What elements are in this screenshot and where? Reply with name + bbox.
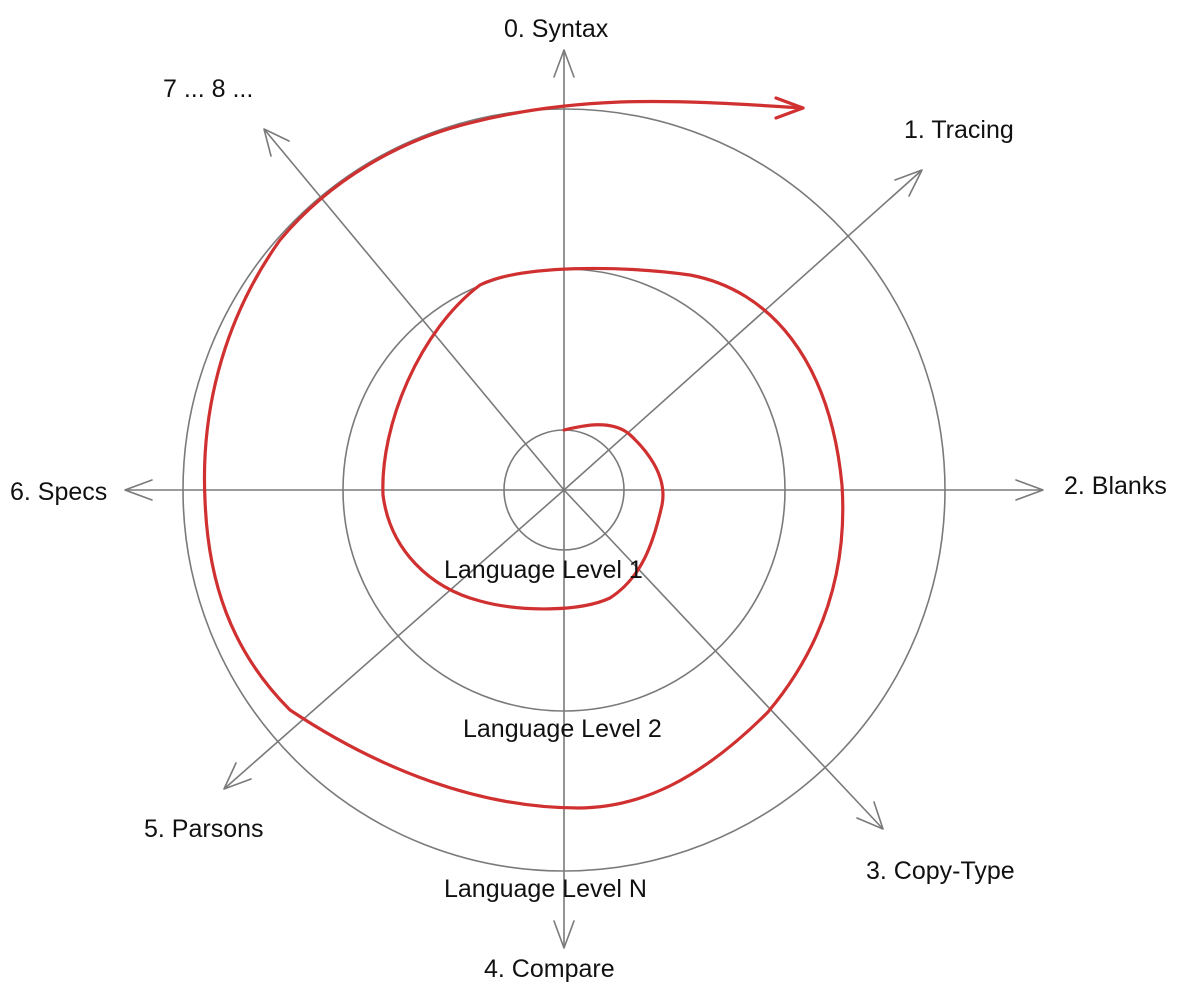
level-label-n: Language Level N: [444, 875, 647, 903]
axis-specs: [124, 479, 564, 501]
axis-label-more: 7 ... 8 ...: [163, 75, 253, 103]
axis-syntax-arrowhead: [553, 49, 575, 78]
axis-copy-type: [563, 489, 884, 830]
learning-spiral: [202, 99, 845, 810]
axis-label-specs: 6. Specs: [10, 478, 107, 506]
axis-more: [263, 128, 565, 491]
axis-blanks-arrowhead: [1015, 479, 1044, 501]
axis-compare-arrowhead: [553, 920, 575, 949]
level-label-1: Language Level 1: [444, 556, 643, 584]
axis-parsons: [223, 489, 565, 790]
axis-more-arrowhead: [263, 128, 290, 157]
axis-label-parsons: 5. Parsons: [144, 815, 264, 843]
axis-label-tracing: 1. Tracing: [904, 116, 1014, 144]
axis-tracing-arrowhead: [894, 169, 923, 197]
axis-label-syntax: 0. Syntax: [504, 15, 609, 43]
axis-blanks: [564, 479, 1044, 501]
axis-label-copy-type: 3. Copy-Type: [866, 857, 1015, 885]
spiral-arrowhead: [774, 96, 805, 120]
axis-compare: [553, 490, 575, 949]
axis-tracing: [563, 169, 923, 491]
axis-specs-arrowhead: [124, 479, 153, 501]
axis-parsons-arrowhead: [223, 762, 252, 790]
level-label-2: Language Level 2: [463, 715, 662, 743]
axis-copy-type-arrowhead: [856, 801, 884, 830]
axis-label-compare: 4. Compare: [484, 955, 615, 983]
axis-label-blanks: 2. Blanks: [1064, 472, 1167, 500]
